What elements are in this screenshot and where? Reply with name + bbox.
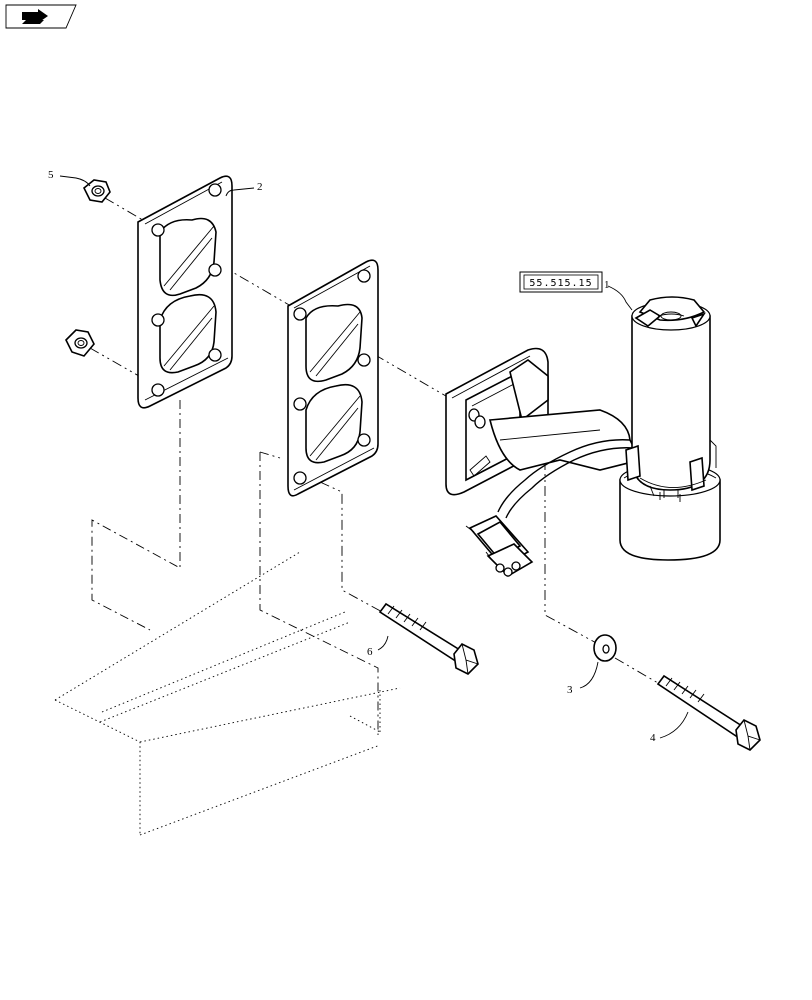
callout-1: 1 — [604, 279, 610, 291]
electric-pump[interactable] — [619, 296, 721, 561]
nav-button[interactable] — [5, 4, 77, 29]
mounting-bracket[interactable] — [445, 347, 642, 496]
spacer-plate[interactable] — [287, 259, 379, 497]
callout-6: 6 — [367, 646, 373, 658]
nut-upper[interactable] — [82, 179, 111, 203]
leader-lines — [59, 175, 689, 739]
washer[interactable] — [593, 634, 617, 662]
navigation-arrow-icon — [22, 9, 48, 24]
bolt-short[interactable] — [378, 602, 479, 675]
nut-lower[interactable] — [65, 329, 95, 357]
callout-4: 4 — [650, 732, 656, 744]
electrical-connector[interactable] — [465, 515, 534, 578]
mounting-frame-phantom — [54, 400, 401, 836]
wire-harness — [497, 439, 635, 519]
callout-5: 5 — [48, 169, 54, 181]
reference-label: 55.515.15 — [529, 278, 592, 289]
gasket-plate[interactable] — [137, 175, 233, 409]
callout-2: 2 — [257, 181, 263, 193]
bolt-long[interactable] — [656, 674, 761, 751]
callout-3: 3 — [567, 684, 573, 696]
reference-box[interactable]: 55.515.15 — [519, 271, 603, 293]
